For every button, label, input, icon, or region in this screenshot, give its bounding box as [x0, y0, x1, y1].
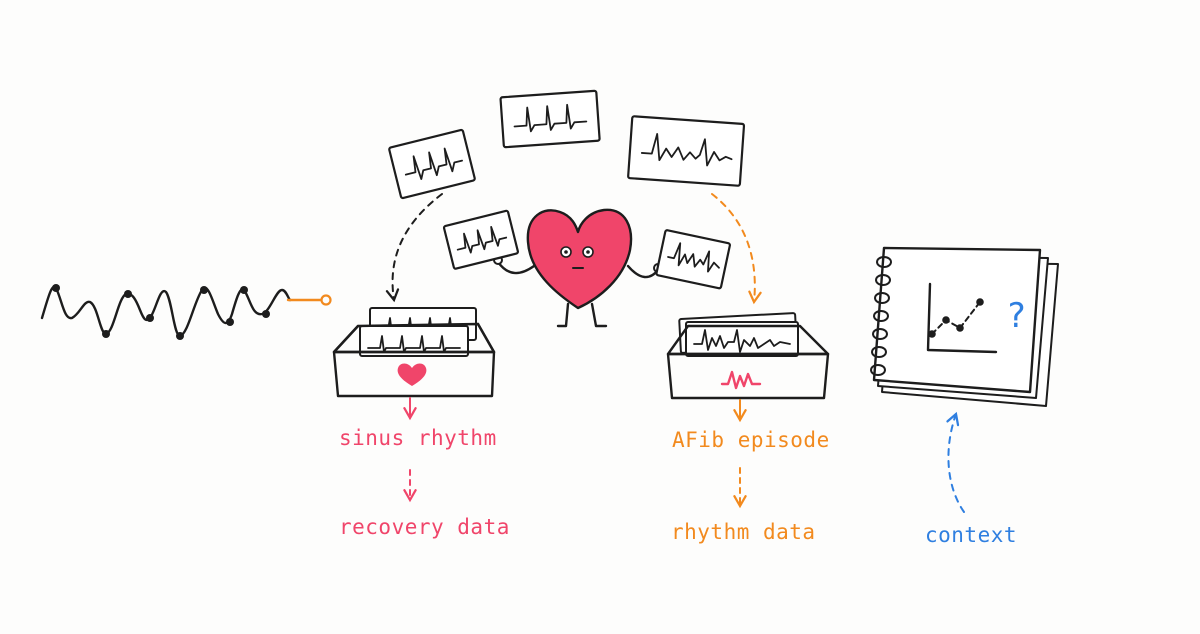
- label-rhythm-data: rhythm data: [671, 520, 816, 544]
- ecg-card-right: [627, 115, 746, 187]
- label-sinus-rhythm: sinus rhythm: [339, 426, 497, 450]
- ecg-card-left: [388, 128, 476, 200]
- sinus-rhythm-box: [332, 307, 496, 398]
- arrow-context-to-notebook: [946, 411, 965, 513]
- raw-signal-wave: [40, 284, 332, 340]
- label-recovery-data: recovery data: [339, 515, 510, 539]
- label-context: context: [925, 523, 1018, 547]
- arrow-to-afib-box: [711, 193, 762, 305]
- label-afib-episode: AFib episode: [672, 428, 830, 452]
- ecg-card-held-right: [655, 229, 731, 290]
- heart-icon: [397, 363, 427, 386]
- question-mark: ?: [1006, 296, 1027, 336]
- spiral-notebook: [870, 246, 1059, 407]
- afib-episode-box: [666, 312, 830, 400]
- ecg-card-top: [499, 89, 601, 149]
- arrow-to-sinus-box: [385, 193, 443, 303]
- zigzag-icon: [720, 370, 762, 390]
- ecg-card-held-left: [442, 209, 519, 270]
- heart-mascot: [493, 208, 663, 328]
